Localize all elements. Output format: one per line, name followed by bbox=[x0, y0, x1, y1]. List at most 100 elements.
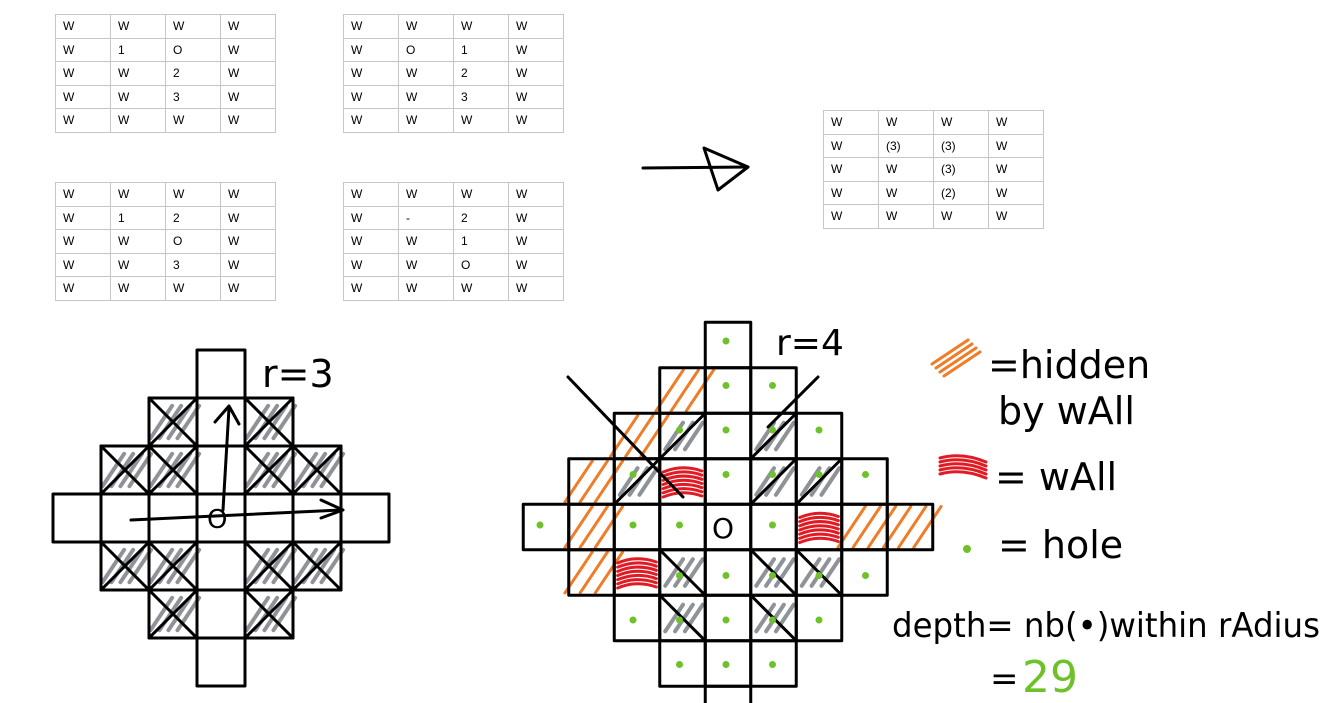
wall-scribble bbox=[798, 536, 840, 545]
shade-stroke bbox=[773, 602, 796, 634]
ray-line bbox=[221, 406, 231, 512]
shade-stroke bbox=[262, 547, 289, 585]
table-cell: 1 bbox=[110, 37, 166, 62]
wall-scribble bbox=[798, 532, 840, 540]
hole-dot bbox=[629, 471, 637, 478]
shade-stroke bbox=[166, 547, 193, 585]
shade-stroke bbox=[262, 403, 289, 441]
sketch-cell bbox=[339, 492, 391, 544]
sketch-cell bbox=[703, 684, 753, 703]
sketch-cell bbox=[291, 540, 343, 592]
wall-scribble bbox=[661, 491, 704, 499]
hole-dot bbox=[629, 521, 637, 529]
sketch-cell bbox=[703, 320, 753, 370]
legend: =hidden by wAll = wAll = hole depth= nb(… bbox=[892, 338, 1320, 703]
shade-stroke bbox=[292, 451, 319, 489]
ray-arrowhead bbox=[213, 404, 241, 426]
cell-diagonal bbox=[243, 444, 295, 496]
cell-diagonal bbox=[658, 548, 707, 597]
hidden-hatch bbox=[578, 505, 609, 549]
wall-swatch-stroke bbox=[938, 466, 988, 476]
hidden-swatch bbox=[930, 338, 982, 378]
table-cell: W bbox=[453, 276, 509, 301]
shade-stroke bbox=[148, 451, 175, 489]
hole-dot bbox=[769, 616, 776, 624]
shade-stroke bbox=[754, 557, 776, 588]
legend-wall-label: = wAll bbox=[995, 455, 1117, 499]
table-cell: W bbox=[508, 61, 564, 86]
cell-diagonal bbox=[291, 540, 343, 592]
shade-stroke bbox=[118, 451, 145, 489]
hidden-hatch bbox=[669, 368, 700, 413]
left-radius-label: r=3 bbox=[262, 352, 334, 396]
table-cell: W bbox=[398, 182, 454, 207]
sketch-cell bbox=[51, 492, 103, 544]
table-cell: W bbox=[55, 84, 111, 109]
hidden-hatch bbox=[866, 505, 898, 549]
hole-dot bbox=[722, 572, 730, 579]
table-cell: W bbox=[508, 276, 564, 301]
shade-stroke bbox=[118, 547, 145, 585]
hole-dot bbox=[629, 616, 637, 624]
shade-stroke bbox=[310, 547, 337, 585]
table-cell: W bbox=[988, 133, 1044, 158]
shade-stroke bbox=[148, 547, 175, 585]
table-cell: W bbox=[55, 108, 111, 133]
hole-dot bbox=[769, 426, 776, 434]
hole-dot bbox=[722, 661, 730, 668]
table-cell: 3 bbox=[453, 84, 509, 109]
table-cell: 3 bbox=[165, 252, 221, 277]
shade-stroke bbox=[100, 547, 127, 585]
shade-stroke bbox=[166, 451, 193, 489]
table-cell: W bbox=[55, 37, 111, 62]
hole-dot bbox=[815, 471, 823, 478]
table-cell: W bbox=[343, 252, 399, 277]
table-cell: W bbox=[823, 180, 879, 205]
wall-swatch-stroke bbox=[938, 454, 988, 464]
shade-stroke bbox=[244, 451, 271, 489]
sketch-cell bbox=[243, 492, 295, 544]
table-cell: W bbox=[878, 110, 934, 135]
cell-diagonal bbox=[99, 444, 151, 496]
table-cell: W bbox=[165, 276, 221, 301]
legend-hidden-label-2: by wAll bbox=[998, 389, 1135, 433]
shade-stroke bbox=[100, 451, 127, 489]
table-row: W(3)(3)W bbox=[823, 133, 1044, 158]
hidden-swatch-stroke bbox=[942, 350, 982, 378]
table-cell: W bbox=[508, 252, 564, 277]
table-cell: W bbox=[823, 204, 879, 229]
table-cell: W bbox=[220, 108, 276, 133]
table-cell: W bbox=[508, 229, 564, 254]
right-center-label: O bbox=[712, 512, 734, 545]
right-sketch-grid bbox=[521, 320, 935, 703]
table-cell: (2) bbox=[933, 180, 989, 205]
ray-line bbox=[129, 508, 343, 522]
table-cell: W bbox=[110, 276, 166, 301]
hole-dot bbox=[722, 337, 730, 345]
shade-stroke bbox=[682, 557, 705, 588]
wall-scribble bbox=[616, 573, 658, 582]
cell-diagonal bbox=[99, 540, 151, 592]
cell-diagonal bbox=[147, 588, 199, 640]
wall-scribble bbox=[616, 578, 658, 586]
hole-dot bbox=[676, 616, 683, 624]
hole-dot bbox=[769, 661, 776, 668]
table-cell: W bbox=[55, 205, 111, 230]
wall-scribble bbox=[661, 482, 704, 491]
wall-scribble bbox=[661, 487, 704, 495]
cell-diagonal bbox=[658, 411, 707, 461]
sketch-cell bbox=[794, 593, 844, 643]
table-cell: W bbox=[398, 252, 454, 277]
hole-dot bbox=[722, 426, 730, 434]
table-cell: W bbox=[220, 61, 276, 86]
table-cell: W bbox=[508, 108, 564, 133]
table-cell: W bbox=[398, 61, 454, 86]
table-cell: 1 bbox=[110, 205, 166, 230]
table-cell: 2 bbox=[453, 205, 509, 230]
wall-scribble bbox=[661, 466, 704, 474]
table-cell: W bbox=[343, 276, 399, 301]
